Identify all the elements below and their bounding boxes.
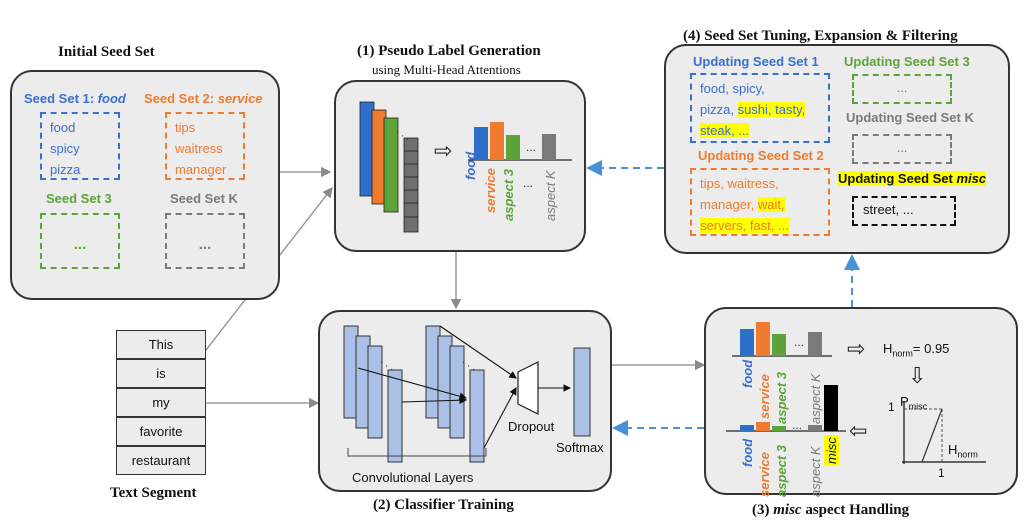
misc-bottom-bar-food — [740, 425, 754, 431]
initial-seed-set-panel — [10, 70, 280, 300]
pseudo-bar-food — [474, 127, 488, 160]
updating-seed-set-2-words: tips, waitress, manager, wait, servers, … — [700, 176, 789, 233]
misc-top-label-aspect-3: aspect 3 — [774, 371, 789, 424]
misc-bottom-bar-service — [756, 422, 770, 431]
updating-seed-set-2-title: Updating Seed Set 2 — [698, 148, 824, 163]
dropout-label: Dropout — [508, 419, 555, 434]
misc-bottom-label-misc: misc — [824, 435, 839, 466]
updating-seed-set-2-box — [690, 168, 830, 236]
misc-handling-graphic — [726, 322, 986, 464]
pseudo-bar-aspect-3 — [506, 135, 520, 160]
seed-set-3-box — [40, 213, 120, 269]
pseudo-label-aspect-k: aspect K — [543, 170, 558, 221]
tuning-panel — [664, 44, 1010, 254]
conv-layers-label: Convolutional Layers — [352, 470, 474, 485]
pseudo-label-food: food — [463, 151, 478, 180]
pseudo-bar-aspect-k — [542, 134, 556, 160]
pseudo-label-service: service — [483, 168, 498, 213]
initial-seed-set-title: Initial Seed Set — [58, 44, 155, 60]
softmax-label: Softmax — [556, 440, 604, 455]
misc-handling-title: (3) misc aspect Handling — [752, 502, 910, 518]
graph-curve — [921, 408, 943, 463]
misc-top-label-food: food — [740, 359, 755, 388]
misc-top-bar-aspect-k — [808, 332, 822, 356]
text-segment-word: my — [116, 388, 206, 417]
misc-bottom-bar-misc — [824, 385, 838, 431]
updating-seed-set-1-title: Updating Seed Set 1 — [693, 54, 819, 69]
misc-top-label-aspect-k: aspect K — [808, 373, 823, 424]
seed-set-1-words: food spicy pizza — [50, 120, 81, 177]
misc-bottom-label-aspect-k: aspect K — [808, 446, 823, 497]
updating-seed-set-1-box — [690, 73, 830, 143]
seed-set-k-label: Seed Set K — [170, 191, 238, 206]
updating-seed-set-k-ellipsis: ... — [896, 140, 908, 155]
seed-set-2-label: Seed Set 2: service — [144, 91, 263, 106]
pseudo-bar-ellipsis: ... — [526, 140, 537, 154]
misc-right-arrow-icon: ⇨ — [847, 336, 866, 361]
updating-seed-set-1-words: food, spicy, pizza, sushi, tasty, steak,… — [700, 81, 806, 138]
misc-down-arrow-icon: ⇩ — [908, 363, 927, 388]
graph-x-tick: 1 — [938, 466, 945, 480]
softmax-layer — [573, 347, 591, 437]
seed-set-1-box — [40, 112, 120, 180]
graph-x-label: Hnorm — [948, 442, 978, 460]
misc-top-ellipsis: ... — [794, 335, 805, 349]
updating-seed-set-misc-box — [852, 196, 956, 226]
classifier-title: (2) Classifier Training — [373, 497, 514, 513]
misc-bottom-label-service: service — [757, 452, 772, 497]
misc-left-arrow-icon: ⇦ — [849, 418, 868, 443]
updating-seed-set-misc-title: Updating Seed Set misc — [838, 171, 987, 186]
multi-head-attention-graphic: . . . — [359, 101, 572, 233]
attention-head-gray — [403, 137, 419, 233]
seed-set-2-box — [165, 112, 245, 180]
text-segment-word: is — [116, 359, 206, 388]
attention-head-green — [383, 117, 399, 213]
seed-set-k-box — [165, 213, 245, 269]
dropout-shape — [517, 361, 539, 415]
graph-y-label: Pmisc — [900, 394, 928, 412]
updating-seed-set-3-title: Updating Seed Set 3 — [844, 54, 970, 69]
updating-seed-set-k-box — [852, 134, 952, 164]
pseudo-label-aspect-3: aspect 3 — [501, 168, 516, 221]
text-segment-word: restaurant — [116, 446, 206, 475]
misc-top-label-service: service — [757, 374, 772, 419]
pseudo-label-ellipsis: ... — [523, 176, 534, 190]
seed-set-2-words: tips waitress manager — [175, 120, 227, 177]
pseudo-label-subtitle: using Multi-Head Attentions — [372, 62, 521, 77]
misc-top-bar-aspect-3 — [772, 334, 786, 356]
graph-y-tick: 1 — [888, 400, 895, 414]
pseudo-label-title: (1) Pseudo Label Generation — [357, 43, 541, 59]
updating-seed-set-3-ellipsis: ... — [896, 80, 908, 95]
updating-seed-set-3-box — [852, 74, 952, 104]
updating-seed-set-misc-words: street, ... — [863, 202, 914, 217]
pseudo-bar-service — [490, 122, 504, 160]
pseudo-arrow-icon: ⇨ — [434, 138, 453, 163]
conv-group-1 — [343, 325, 403, 463]
text-segment-word: favorite — [116, 417, 206, 446]
seed-set-3-ellipsis: ... — [73, 236, 87, 253]
seed-set-3-label: Seed Set 3 — [46, 191, 112, 206]
misc-bottom-label-aspect-3: aspect 3 — [774, 444, 789, 497]
seed-set-1-label: Seed Set 1: food — [24, 91, 126, 106]
misc-bottom-bar-aspect-3 — [772, 426, 786, 431]
misc-top-bar-food — [740, 329, 754, 356]
tuning-title: (4) Seed Set Tuning, Expansion & Filteri… — [683, 28, 958, 44]
updating-seed-set-k-title: Updating Seed Set K — [846, 110, 974, 125]
text-segment-title: Text Segment — [110, 485, 197, 501]
text-segment-word: This — [116, 330, 206, 359]
cnn-graphic: . . . . . . — [343, 325, 591, 463]
seed-set-k-ellipsis: ... — [198, 236, 212, 253]
conv-group-2 — [425, 325, 485, 463]
misc-top-bar-service — [756, 322, 770, 356]
misc-bottom-bar-aspect-k — [808, 425, 822, 431]
misc-bottom-ellipsis: ... — [792, 418, 803, 432]
hnorm-value: Hnorm= 0.95 — [883, 341, 950, 359]
misc-bottom-label-food: food — [740, 438, 755, 467]
